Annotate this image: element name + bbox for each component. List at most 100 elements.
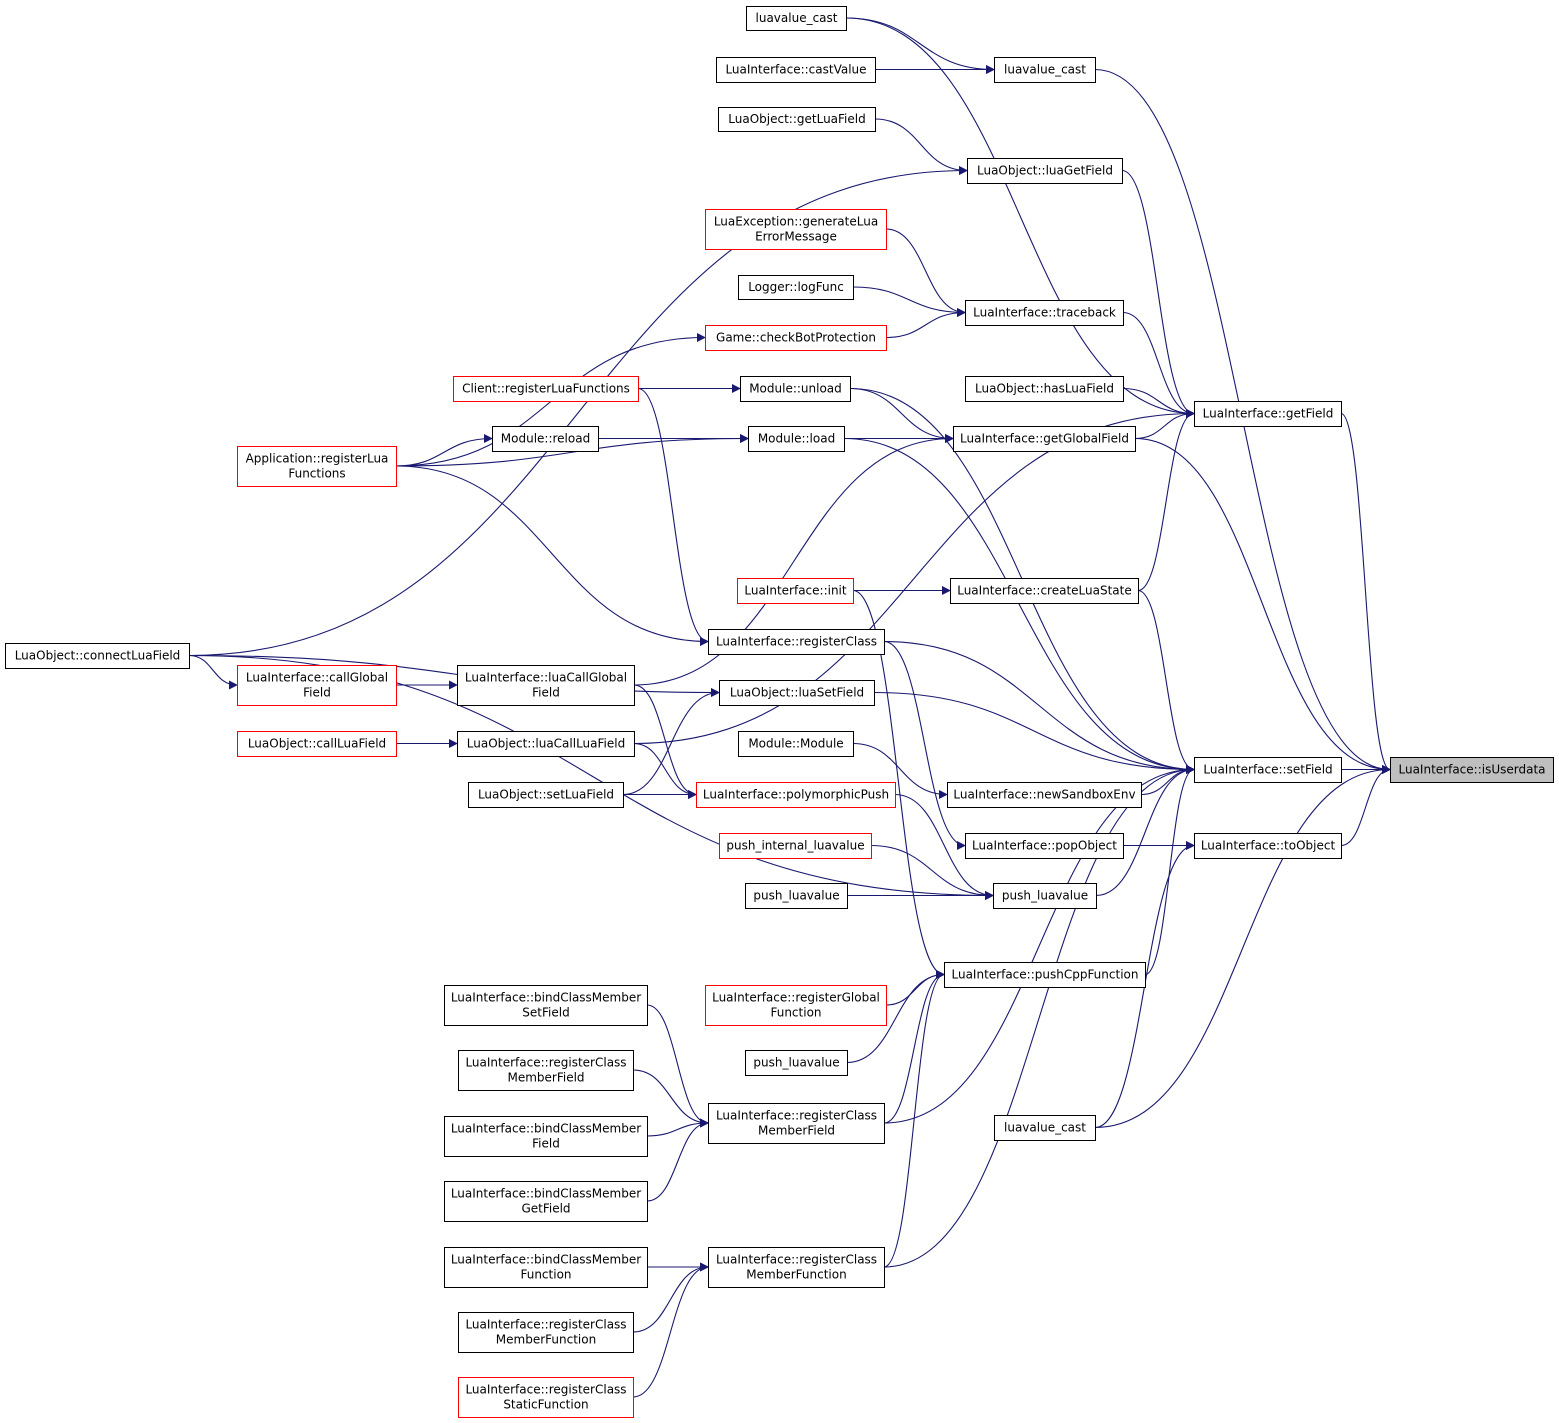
- node-box: [458, 1312, 634, 1353]
- node-cast-value[interactable]: LuaInterface::castValue: [716, 57, 876, 83]
- node-box: [965, 376, 1124, 402]
- node-set-field[interactable]: LuaInterface::setField: [1194, 757, 1342, 783]
- node-set-lua-field[interactable]: LuaObject::setLuaField: [468, 782, 624, 808]
- node-label: MemberField: [507, 1071, 584, 1085]
- node-has-lua-field[interactable]: LuaObject::hasLuaField: [965, 376, 1124, 402]
- node-get-lua-field[interactable]: LuaObject::getLuaField: [718, 107, 876, 132]
- edge-reg-member-field2-to-push-cpp-function: [883, 970, 945, 1124]
- edge-get-lua-field-to-lua-get-field: [874, 118, 968, 175]
- node-label: luavalue_cast: [1004, 63, 1086, 77]
- node-label: GetField: [521, 1202, 570, 1216]
- node-traceback[interactable]: LuaInterface::traceback: [965, 300, 1124, 326]
- node-box: [708, 1247, 885, 1288]
- node-box: [708, 1103, 885, 1144]
- node-label: LuaObject::luaSetField: [730, 686, 864, 700]
- node-get-global-field[interactable]: LuaInterface::getGlobalField: [953, 426, 1136, 452]
- node-label: push_luavalue: [753, 1056, 839, 1070]
- edge-push-luavalue-a-to-set-field: [1095, 765, 1195, 897]
- node-push-luavalue-a[interactable]: push_luavalue: [993, 883, 1097, 909]
- node-push-internal[interactable]: push_internal_luavalue: [719, 833, 872, 859]
- node-check-bot[interactable]: Game::checkBotProtection: [705, 325, 887, 351]
- node-box: [453, 376, 639, 402]
- node-label: LuaObject::luaGetField: [977, 164, 1113, 178]
- node-push-luavalue-b[interactable]: push_luavalue: [745, 883, 848, 909]
- node-push-luavalue-c[interactable]: push_luavalue: [745, 1050, 848, 1076]
- edge-connect-lua-field-to-call-global-field: [188, 654, 238, 690]
- edge-client-reg-to-register-class: [637, 387, 709, 646]
- node-box: [737, 578, 854, 604]
- node-box: [1390, 757, 1554, 783]
- node-push-cpp-function[interactable]: LuaInterface::pushCppFunction: [944, 962, 1146, 988]
- node-to-object[interactable]: LuaInterface::toObject: [1194, 833, 1342, 859]
- node-label: LuaInterface::getField: [1203, 407, 1334, 421]
- edge-reg-static-function-to-reg-member-function2: [632, 1262, 709, 1398]
- node-box: [716, 57, 876, 83]
- node-init[interactable]: LuaInterface::init: [737, 578, 854, 604]
- node-luavalue-cast-a[interactable]: luavalue_cast: [994, 57, 1096, 83]
- node-connect-lua-field[interactable]: LuaObject::connectLuaField: [5, 643, 190, 669]
- node-log-func[interactable]: Logger::logFunc: [738, 275, 854, 300]
- node-label: LuaInterface::popObject: [972, 839, 1117, 853]
- node-label: LuaInterface::castValue: [725, 63, 866, 77]
- node-box: [444, 1181, 648, 1222]
- node-client-reg[interactable]: Client::registerLuaFunctions: [453, 376, 639, 402]
- node-box: [947, 782, 1142, 808]
- node-box: [719, 680, 875, 706]
- node-is-userdata[interactable]: LuaInterface::isUserdata: [1390, 757, 1554, 783]
- edge-log-func-to-traceback: [852, 286, 966, 317]
- node-app-reg[interactable]: Application::registerLuaFunctions: [237, 446, 397, 487]
- node-call-lua-field[interactable]: LuaObject::callLuaField: [237, 731, 397, 757]
- node-register-class[interactable]: LuaInterface::registerClass: [708, 629, 885, 655]
- node-load[interactable]: Module::load: [748, 426, 845, 452]
- node-create-lua-state[interactable]: LuaInterface::createLuaState: [950, 578, 1139, 604]
- edge-unload-to-get-global-field: [849, 387, 954, 443]
- node-label: push_luavalue: [1002, 889, 1088, 903]
- node-label: Function: [770, 1006, 821, 1020]
- node-box: [1194, 833, 1342, 859]
- node-lua-set-field[interactable]: LuaObject::luaSetField: [719, 680, 875, 706]
- edge-lua-call-global-field-to-get-global-field: [633, 434, 954, 686]
- node-box: [458, 1050, 634, 1091]
- node-lua-get-field[interactable]: LuaObject::luaGetField: [967, 158, 1123, 184]
- node-polymorphic-push[interactable]: LuaInterface::polymorphicPush: [696, 782, 896, 808]
- node-new-sandbox-env[interactable]: LuaInterface::newSandboxEnv: [947, 782, 1142, 808]
- node-get-field[interactable]: LuaInterface::getField: [1194, 401, 1342, 427]
- node-box: [950, 578, 1139, 604]
- node-reg-member-function2[interactable]: LuaInterface::registerClassMemberFunctio…: [708, 1247, 885, 1288]
- edge-app-reg-to-register-class: [395, 465, 709, 646]
- edge-lua-get-field-to-get-field: [1121, 169, 1195, 418]
- edge-get-global-field-to-is-userdata: [1134, 437, 1391, 774]
- node-pop-object[interactable]: LuaInterface::popObject: [965, 833, 1124, 859]
- node-label: MemberFunction: [746, 1268, 846, 1282]
- node-unload[interactable]: Module::unload: [740, 376, 851, 402]
- node-label: LuaObject::setLuaField: [478, 788, 614, 802]
- node-lua-call-lua-field[interactable]: LuaObject::luaCallLuaField: [457, 731, 635, 757]
- node-label: LuaInterface::registerGlobal: [712, 991, 880, 1005]
- node-label: LuaInterface::toObject: [1201, 839, 1336, 853]
- node-module-ctor[interactable]: Module::Module: [738, 731, 854, 757]
- node-reg-member-function1[interactable]: LuaInterface::registerClassMemberFunctio…: [458, 1312, 634, 1353]
- edge-reg-member-field1-to-reg-member-field2: [632, 1069, 709, 1128]
- node-label: LuaInterface::isUserdata: [1399, 763, 1546, 777]
- node-label: Field: [303, 686, 331, 700]
- edge-module-ctor-to-new-sandbox-env: [852, 742, 948, 799]
- node-reload[interactable]: Module::reload: [492, 426, 599, 452]
- node-luavalue-cast-top[interactable]: luavalue_cast: [746, 6, 847, 31]
- node-luavalue-cast-b[interactable]: luavalue_cast: [994, 1115, 1096, 1141]
- node-box: [745, 883, 848, 909]
- node-label: LuaInterface::registerClass: [465, 1383, 626, 1397]
- node-label: LuaInterface::newSandboxEnv: [953, 788, 1135, 802]
- node-label: LuaInterface::registerClass: [465, 1056, 626, 1070]
- node-reg-static-function[interactable]: LuaInterface::registerClassStaticFunctio…: [458, 1377, 634, 1418]
